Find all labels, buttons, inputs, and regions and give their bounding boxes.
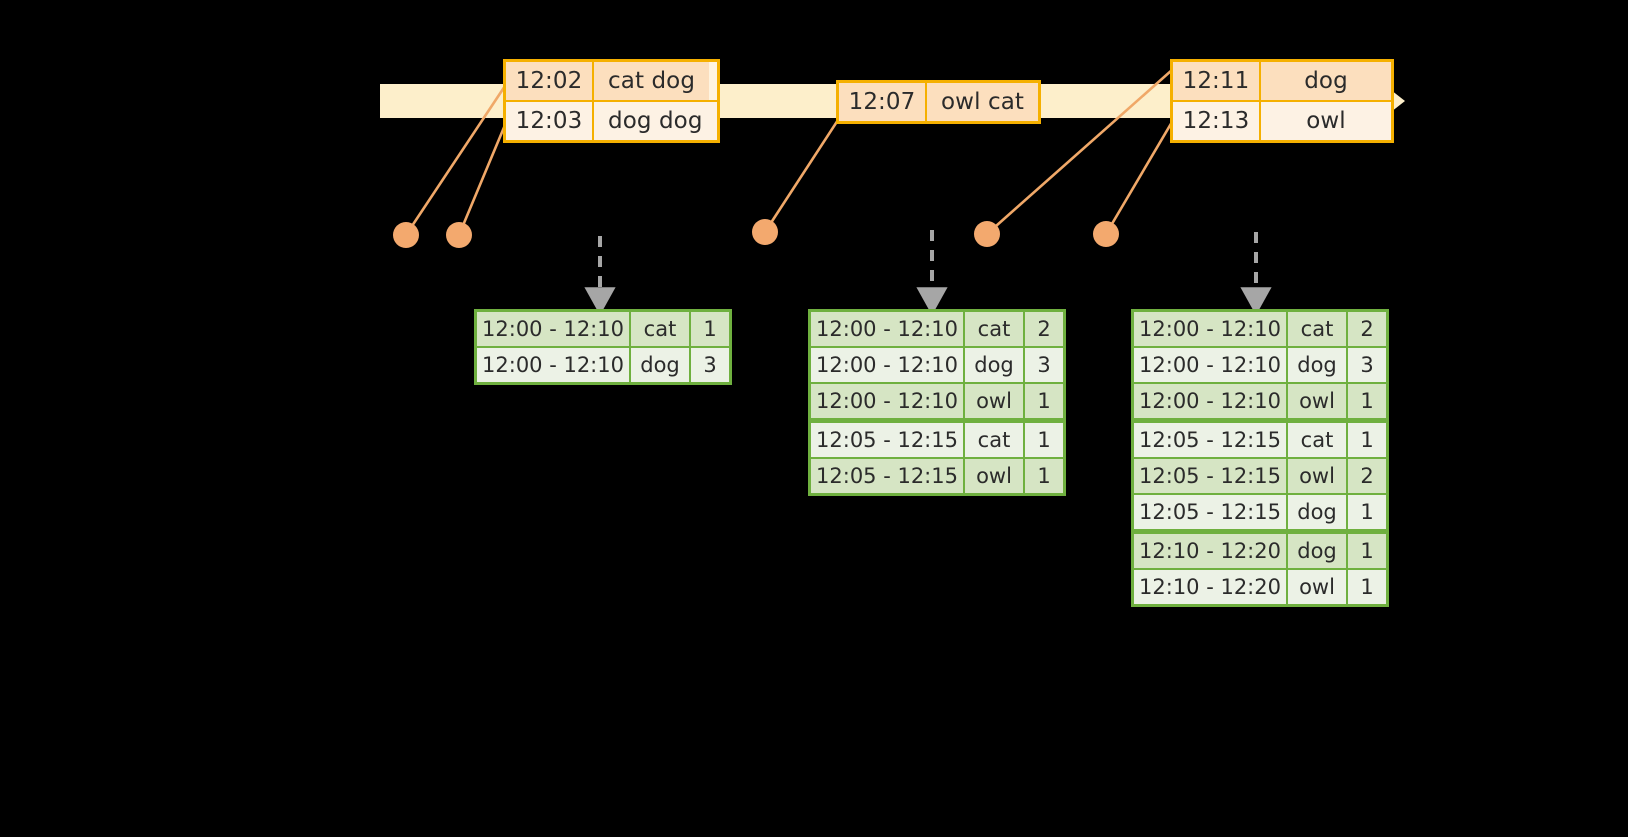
- event-box-3: 12:11 dog 12:13 owl: [1170, 59, 1394, 143]
- event-payload: owl: [1261, 102, 1391, 140]
- window-cell: 12:00 - 12:10: [811, 348, 963, 382]
- count-cell: 3: [1025, 348, 1063, 382]
- window-cell: 12:05 - 12:15: [811, 423, 963, 457]
- event-time: 12:13: [1173, 102, 1261, 140]
- emit-arrows: [584, 230, 1272, 316]
- window-cell: 12:00 - 12:10: [811, 312, 963, 346]
- event-dot-4: [974, 221, 1000, 247]
- count-cell: 1: [1025, 384, 1063, 418]
- key-cell: dog: [1288, 348, 1346, 382]
- event-dot-5: [1093, 221, 1119, 247]
- event-row: 12:03 dog dog: [506, 100, 717, 140]
- event-dot-3: [752, 219, 778, 245]
- count-cell: 1: [1348, 423, 1386, 457]
- key-cell: dog: [1288, 495, 1346, 529]
- event-row: 12:07 owl cat: [839, 83, 1039, 121]
- window-cell: 12:05 - 12:15: [1134, 423, 1286, 457]
- window-cell: 12:00 - 12:10: [1134, 312, 1286, 346]
- event-connectors: [404, 68, 1174, 237]
- window-cell: 12:10 - 12:20: [1134, 534, 1286, 568]
- window-cell: 12:00 - 12:10: [477, 312, 629, 346]
- key-cell: dog: [631, 348, 689, 382]
- key-cell: dog: [965, 348, 1023, 382]
- event-time: 12:03: [506, 102, 594, 140]
- count-cell: 3: [1348, 348, 1386, 382]
- event-box-2: 12:07 owl cat: [836, 80, 1042, 124]
- event-time: 12:07: [839, 83, 927, 121]
- key-cell: cat: [631, 312, 689, 346]
- window-cell: 12:00 - 12:10: [811, 384, 963, 418]
- key-cell: cat: [965, 423, 1023, 457]
- event-row: 12:02 cat dog: [506, 62, 717, 100]
- window-cell: 12:00 - 12:10: [1134, 384, 1286, 418]
- count-cell: 1: [1348, 570, 1386, 604]
- count-cell: 1: [1348, 495, 1386, 529]
- window-cell: 12:10 - 12:20: [1134, 570, 1286, 604]
- key-cell: owl: [1288, 384, 1346, 418]
- window-cell: 12:00 - 12:10: [1134, 348, 1286, 382]
- event-dot-1: [393, 222, 419, 248]
- event-payload: owl cat: [927, 83, 1039, 121]
- key-cell: owl: [965, 459, 1023, 493]
- key-cell: cat: [1288, 312, 1346, 346]
- count-cell: 1: [1348, 384, 1386, 418]
- count-cell: 2: [1025, 312, 1063, 346]
- event-payload: cat dog: [594, 62, 710, 100]
- window-cell: 12:00 - 12:10: [477, 348, 629, 382]
- key-cell: dog: [1288, 534, 1346, 568]
- count-cell: 1: [691, 312, 729, 346]
- window-cell: 12:05 - 12:15: [1134, 495, 1286, 529]
- count-cell: 2: [1348, 312, 1386, 346]
- event-box-1: 12:02 cat dog 12:03 dog dog: [503, 59, 720, 143]
- event-payload: dog: [1261, 62, 1391, 100]
- count-cell: 1: [1348, 534, 1386, 568]
- event-payload: dog dog: [594, 102, 717, 140]
- event-time: 12:02: [506, 62, 594, 100]
- window-cell: 12:05 - 12:15: [1134, 459, 1286, 493]
- event-dot-2: [446, 222, 472, 248]
- window-cell: 12:05 - 12:15: [811, 459, 963, 493]
- key-cell: cat: [965, 312, 1023, 346]
- event-time: 12:11: [1173, 62, 1261, 100]
- count-cell: 3: [691, 348, 729, 382]
- key-cell: owl: [1288, 459, 1346, 493]
- count-cell: 1: [1025, 459, 1063, 493]
- key-cell: owl: [965, 384, 1023, 418]
- count-cell: 2: [1348, 459, 1386, 493]
- event-row: 12:11 dog: [1173, 62, 1391, 100]
- count-cell: 1: [1025, 423, 1063, 457]
- event-row: 12:13 owl: [1173, 100, 1391, 140]
- key-cell: owl: [1288, 570, 1346, 604]
- event-dots: [393, 219, 1119, 248]
- key-cell: cat: [1288, 423, 1346, 457]
